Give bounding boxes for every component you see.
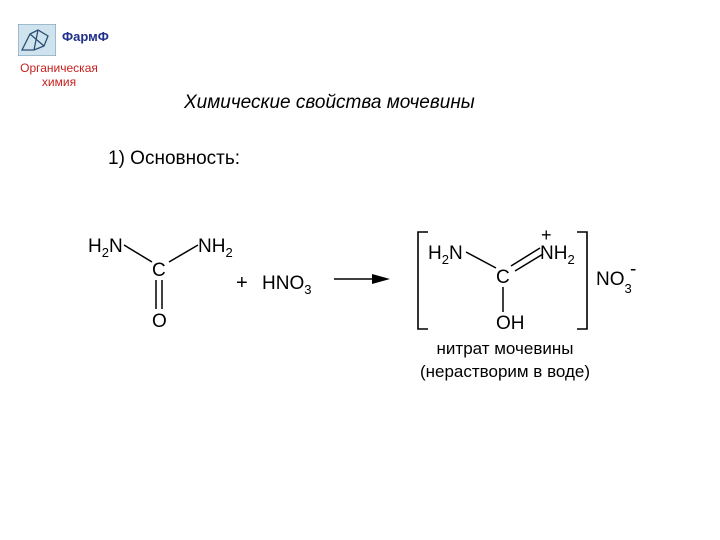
- department-line-1: Органическая: [20, 61, 98, 75]
- molecule-logo-icon: [18, 24, 56, 56]
- product-caption-line-1: нитрат мочевины: [436, 339, 574, 358]
- cation-positive-charge: +: [541, 225, 552, 245]
- cation-bond-left: [465, 251, 497, 269]
- plus-sign: +: [236, 272, 248, 294]
- bracket-right: [577, 231, 588, 330]
- anion-charge: -: [630, 259, 636, 280]
- logo-text: ФармФ: [62, 29, 109, 44]
- urea-bond-right: [168, 244, 199, 263]
- bracket-left: [417, 231, 428, 330]
- cation-hydroxyl: OH: [496, 313, 525, 334]
- department-label: Органическая химия: [6, 61, 112, 89]
- section-heading: 1) Основность:: [108, 148, 241, 169]
- cation-right-group: NH2: [540, 243, 575, 267]
- urea-cation: H2N NH2 + C OH: [428, 225, 575, 334]
- cation-double-bond-b: [514, 253, 544, 272]
- cation-double-bond-a: [510, 247, 541, 267]
- urea-left-group: H2N: [88, 236, 123, 260]
- urea-molecule: H2N NH2 C O: [88, 236, 233, 332]
- nitrate-anion: NO3: [596, 269, 632, 296]
- nitric-acid: HNO3: [262, 273, 311, 297]
- urea-oxygen: O: [152, 311, 167, 332]
- urea-bond-left: [123, 244, 153, 263]
- cation-left-group: H2N: [428, 243, 463, 267]
- urea-right-group: NH2: [198, 236, 233, 260]
- reaction-arrow: [334, 274, 390, 284]
- cation-carbon: C: [496, 267, 510, 288]
- product-caption-line-2: (нерастворим в воде): [419, 362, 591, 381]
- department-line-2: химия: [41, 75, 77, 89]
- slide-title: Химические свойства мочевины: [184, 92, 475, 113]
- urea-carbon: C: [152, 260, 166, 281]
